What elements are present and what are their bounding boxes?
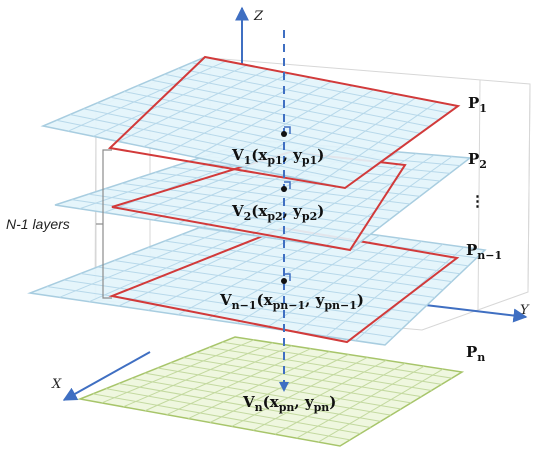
- p-label-n: Pn: [466, 343, 485, 364]
- ellipsis-label: ⋮: [470, 192, 485, 210]
- plane-p1: [40, 55, 461, 190]
- point-vn-1: [281, 278, 287, 284]
- plane-pn: [77, 336, 465, 447]
- y-axis-label: Y: [520, 303, 530, 318]
- n-1-layers-bracket: [96, 149, 112, 299]
- grid-line: [63, 279, 402, 330]
- projection-points: [281, 126, 291, 284]
- grid-line: [71, 199, 361, 243]
- grid-line: [46, 286, 394, 338]
- point-v1: [281, 131, 287, 137]
- right-angle-mark-vn-1: [284, 273, 291, 281]
- grid-line: [319, 101, 438, 184]
- v-label-2: V2(xp2, yp2): [231, 202, 324, 223]
- p-label-2: P2: [468, 150, 487, 171]
- grid-line: [325, 156, 453, 247]
- p-label-n-1: Pn−1: [466, 241, 502, 262]
- right-angle-mark-v1: [284, 126, 291, 134]
- grid-line: [88, 193, 371, 236]
- right-angle-mark-v2: [284, 181, 291, 189]
- v-label-1: V1(xp1, yp1): [231, 146, 324, 167]
- point-v2: [281, 186, 287, 192]
- grid-line: [69, 114, 364, 175]
- p-label-1: P1: [468, 94, 487, 115]
- projection-arrowhead: [279, 382, 289, 392]
- grid-line: [56, 119, 355, 182]
- grid-line: [318, 368, 444, 443]
- v-label-n-1: Vn−1(xpn−1, ypn−1): [219, 291, 364, 312]
- z-axis-label: Z: [253, 9, 264, 24]
- layers-group: [27, 55, 487, 447]
- plane-p1-region-border: [107, 55, 461, 190]
- grid-line: [92, 393, 351, 441]
- grid-line: [105, 388, 361, 435]
- x-axis: [62, 351, 151, 401]
- v-label-n: Vn(xpn, ypn): [242, 393, 336, 414]
- x-axis-label: X: [51, 377, 62, 392]
- plane-pn-1-region-border: [108, 226, 460, 344]
- n-1-layers-label: N-1 layers: [6, 216, 70, 232]
